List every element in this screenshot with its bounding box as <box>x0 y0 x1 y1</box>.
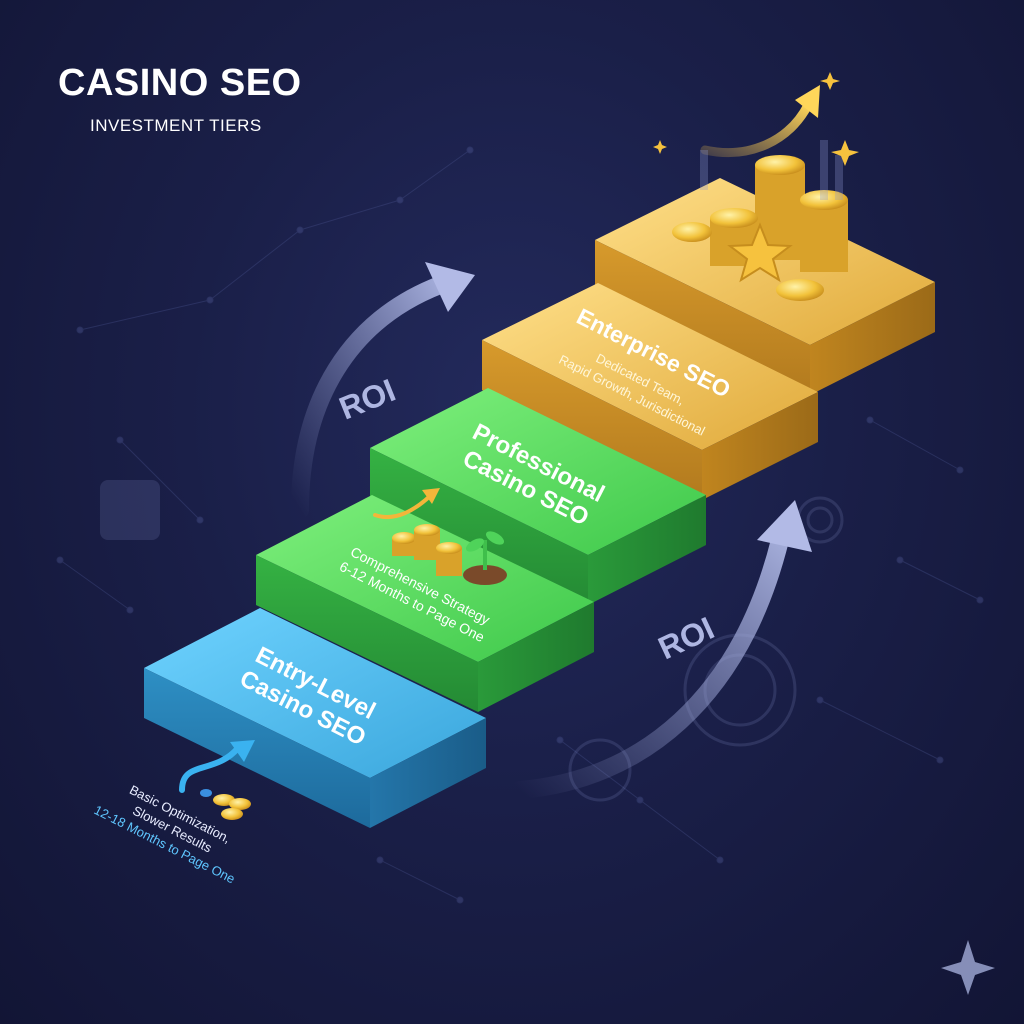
background-network <box>56 146 984 904</box>
roi-label-lower: ROI <box>653 610 720 667</box>
page-title: CASINO SEO <box>58 62 302 104</box>
card-suit-icon <box>100 480 160 540</box>
coin-stack-icon <box>672 155 848 301</box>
tier-2-block <box>256 495 594 712</box>
tier-1-note-3: 12-18 Months to Page One <box>92 802 238 886</box>
tier-1-block <box>144 608 486 828</box>
growth-arrow-icon <box>179 740 255 793</box>
tier-1-notes: Basic Optimization, Slower Results 12-18… <box>92 782 238 886</box>
roi-label-upper: ROI <box>334 372 400 427</box>
roi-arrow-upper <box>291 262 475 519</box>
sprout-icon <box>463 531 507 585</box>
tier-4-block <box>482 283 818 500</box>
roi-arrow-lower <box>511 500 812 799</box>
bar-chart-icon <box>700 140 843 200</box>
page-subtitle: INVESTMENT TIERS <box>90 116 262 135</box>
coin-stack-icon <box>200 789 251 820</box>
sparkle-icon <box>941 940 995 995</box>
growth-arrow-icon <box>373 488 440 520</box>
sparkle-icon <box>653 72 859 166</box>
tier-3-block <box>370 388 706 605</box>
growth-arrow-icon <box>700 85 820 158</box>
coin-stack-icon <box>392 524 462 576</box>
star-icon <box>727 222 793 283</box>
